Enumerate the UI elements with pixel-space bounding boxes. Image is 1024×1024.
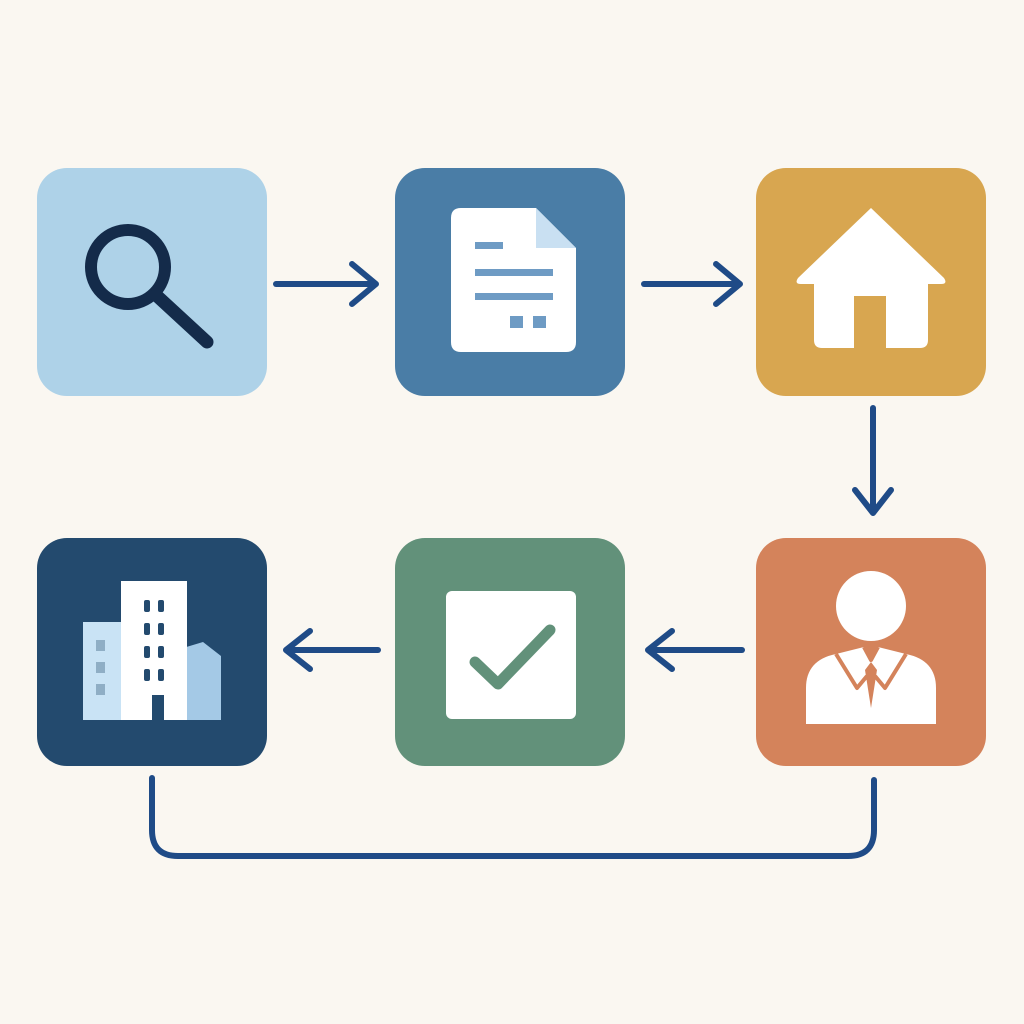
step-document-tile — [395, 168, 625, 396]
loop-connector-agent-to-building — [149, 775, 877, 859]
tile-home-svg — [756, 168, 986, 396]
checkbox-icon — [446, 591, 576, 719]
arrow-approve-to-building — [283, 628, 381, 672]
magnifier-icon — [85, 224, 214, 349]
document-icon — [451, 208, 576, 352]
house-icon — [796, 208, 946, 348]
step-agent-tile — [756, 538, 986, 766]
step-search-tile — [37, 168, 267, 396]
step-approval-tile — [395, 538, 625, 766]
agent-person-icon — [806, 571, 936, 724]
step-building-tile — [37, 538, 267, 766]
tile-approval-svg — [395, 538, 625, 766]
tile-building-svg — [37, 538, 267, 766]
arrow-agent-to-approve — [645, 628, 745, 672]
arrow-search-to-document — [273, 261, 379, 307]
buildings-icon — [83, 581, 221, 720]
tile-agent-svg — [756, 538, 986, 766]
step-home-tile — [756, 168, 986, 396]
tile-search-svg — [37, 168, 267, 396]
tile-document-svg — [395, 168, 625, 396]
arrow-home-to-agent — [852, 405, 894, 516]
arrow-document-to-home — [641, 261, 743, 307]
